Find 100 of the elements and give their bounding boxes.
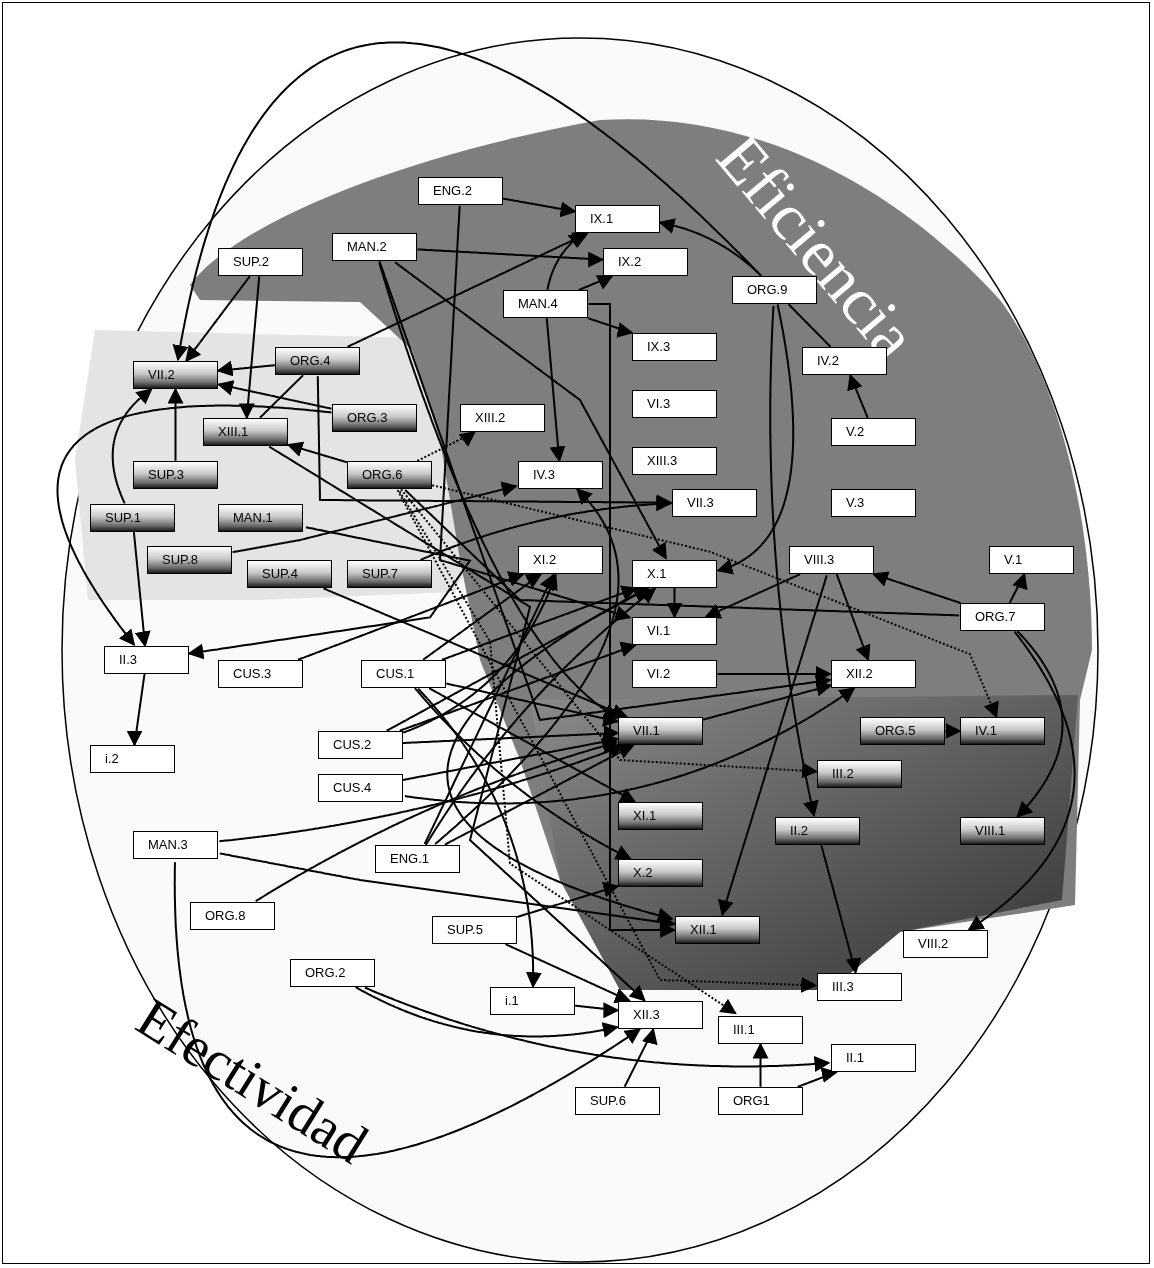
- arrow: [504, 943, 631, 1004]
- arrow: [577, 275, 614, 291]
- process-box: ENG.1: [375, 845, 460, 873]
- arrow: [111, 388, 153, 505]
- process-box: IX.3: [632, 333, 717, 361]
- process-box: X.1: [632, 560, 717, 588]
- arrow: [346, 232, 589, 348]
- process-box: II.1: [831, 1044, 916, 1072]
- process-box: XII.3: [618, 1001, 703, 1029]
- process-box: XI.2: [518, 546, 603, 574]
- process-box: XII.2: [831, 660, 916, 688]
- arrow: [502, 197, 577, 218]
- arrow: [231, 481, 518, 554]
- process-box: IX.2: [603, 248, 688, 276]
- process-box: SUP.5: [432, 916, 517, 944]
- process-box: ORG.2: [290, 959, 375, 987]
- arrow: [218, 852, 677, 930]
- process-box: ORG.8: [190, 902, 275, 930]
- process-box: VIII.1: [960, 817, 1045, 845]
- arrow: [796, 1067, 838, 1088]
- arrow: [423, 573, 555, 845]
- arrow: [752, 1042, 769, 1088]
- arrow: [416, 248, 605, 268]
- process-box: III.3: [817, 973, 902, 1001]
- arrow: [396, 489, 818, 993]
- arrow: [378, 261, 620, 719]
- arrow: [967, 630, 1076, 931]
- arrow: [431, 484, 999, 719]
- arrow: [132, 531, 151, 648]
- arrow: [718, 574, 828, 917]
- process-box: MAN.3: [133, 831, 218, 859]
- arrow: [297, 571, 525, 661]
- arrow: [419, 495, 673, 561]
- arrow: [1016, 630, 1064, 818]
- process-box: CUS.1: [361, 660, 446, 688]
- process-box: SUP.7: [347, 560, 432, 588]
- process-box: SUP.2: [218, 248, 303, 276]
- process-box: ORG.6: [347, 461, 432, 489]
- arrow: [445, 682, 620, 727]
- arrow: [363, 986, 831, 1072]
- arrow: [378, 260, 832, 722]
- process-box: XIII.2: [460, 404, 545, 432]
- arrow: [587, 303, 677, 938]
- arrow: [172, 41, 759, 362]
- process-box: MAN.1: [218, 504, 303, 532]
- process-box: IV.2: [802, 347, 887, 375]
- arrow: [702, 680, 833, 721]
- arrow: [400, 488, 818, 779]
- process-box: SUP.1: [90, 504, 175, 532]
- arrow: [835, 573, 871, 662]
- arrow: [173, 861, 641, 1159]
- arrow: [424, 587, 657, 846]
- process-box: VII.2: [133, 361, 218, 389]
- process-box: VII.3: [672, 489, 757, 517]
- arrow: [167, 387, 184, 462]
- arrow: [623, 1027, 658, 1088]
- process-box: XII.1: [675, 916, 760, 944]
- process-box: ORG1: [718, 1087, 803, 1115]
- process-box: VI.3: [632, 390, 717, 418]
- arrow: [704, 573, 802, 619]
- process-box: MAN.2: [332, 233, 417, 261]
- process-box: CUS.3: [218, 660, 303, 688]
- process-box: VI.1: [632, 617, 717, 645]
- process-box: VII.1: [618, 717, 703, 745]
- process-box: i.2: [90, 745, 175, 773]
- arrow: [443, 744, 635, 846]
- process-box: VIII.2: [903, 930, 988, 958]
- arrow: [416, 431, 476, 462]
- arrow: [587, 317, 634, 338]
- arrow: [872, 571, 962, 604]
- arrow: [398, 490, 737, 1015]
- arrow: [403, 687, 856, 805]
- arrow: [185, 275, 251, 363]
- arrow: [216, 360, 276, 377]
- arrow: [944, 723, 962, 739]
- arrow: [516, 881, 620, 918]
- process-box: SUP.8: [147, 546, 232, 574]
- process-box: ORG.7: [960, 603, 1045, 631]
- process-box: ORG.3: [332, 404, 417, 432]
- process-box: XIII.3: [632, 447, 717, 475]
- arrow: [847, 373, 869, 419]
- arrow: [1008, 572, 1028, 604]
- arrow: [574, 1002, 620, 1019]
- process-box: CUS.2: [318, 731, 403, 759]
- arrow: [413, 687, 632, 860]
- process-box: V.2: [831, 418, 916, 446]
- arrow: [402, 725, 620, 744]
- arrow: [238, 275, 261, 420]
- process-box: IX.1: [575, 205, 660, 233]
- arrow: [434, 488, 620, 846]
- arrow: [545, 317, 566, 463]
- process-box: ORG.4: [275, 347, 360, 375]
- process-box: III.1: [718, 1016, 803, 1044]
- arrow: [716, 303, 795, 575]
- process-box: MAN.4: [503, 290, 588, 318]
- arrow: [385, 587, 650, 732]
- arrow: [268, 445, 646, 1002]
- process-box: II.3: [104, 646, 189, 674]
- arrow: [56, 404, 333, 646]
- process-box: XI.1: [618, 802, 703, 830]
